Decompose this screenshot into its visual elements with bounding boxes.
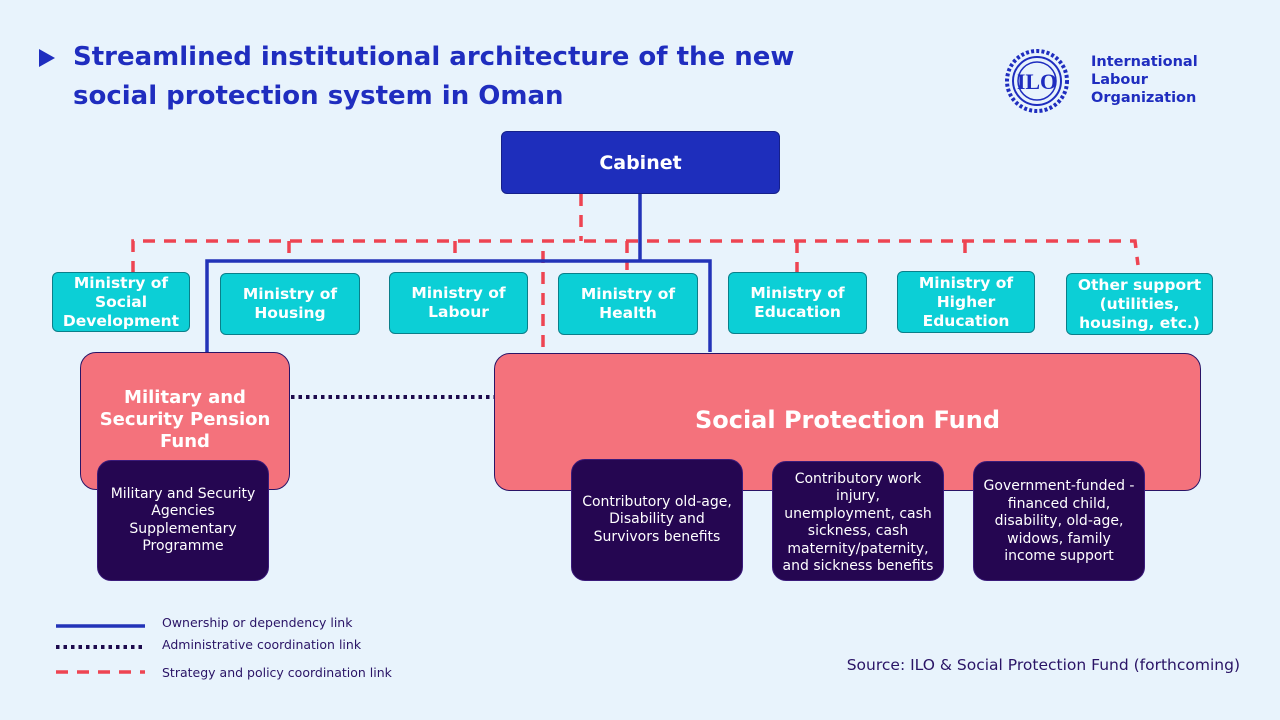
source-note: Source: ILO & Social Protection Fund (fo… xyxy=(846,656,1240,674)
cabinet-box: Cabinet xyxy=(501,131,780,194)
ministry-labour-box: Ministry of Labour xyxy=(389,272,528,334)
military-supplementary-programme-box: Military and Security Agencies Supplemen… xyxy=(97,460,269,581)
ilo-name: International Labour Organization xyxy=(1091,53,1198,107)
svg-text:ILO: ILO xyxy=(1017,69,1057,94)
government-funded-benefits-box: Government-funded -financed child, disab… xyxy=(973,461,1145,581)
ilo-name-line: Organization xyxy=(1091,90,1197,106)
contributory-work-injury-benefits-box: Contributory work injury, unemployment, … xyxy=(772,461,944,581)
ministry-education-box: Ministry of Education xyxy=(728,272,867,334)
ministry-higher-education-box: Ministry of Higher Education xyxy=(897,271,1035,333)
other-support-box: Other support (utilities, housing, etc.) xyxy=(1066,273,1213,335)
contributory-old-age-benefits-box: Contributory old-age, Disability and Sur… xyxy=(571,459,743,581)
ilo-name-line: International xyxy=(1091,54,1198,70)
ilo-emblem-icon: ILO xyxy=(1005,49,1069,113)
page-title: Streamlined institutional architecture o… xyxy=(73,42,795,111)
legend-ownership-label: Ownership or dependency link xyxy=(162,615,353,630)
legend-strategy-label: Strategy and policy coordination link xyxy=(162,665,392,680)
ministry-social-development-box: Ministry of Social Development xyxy=(52,272,190,332)
ministry-health-box: Ministry of Health xyxy=(558,273,698,335)
legend-administrative-label: Administrative coordination link xyxy=(162,637,362,652)
ilo-name-line: Labour xyxy=(1091,72,1148,88)
ministry-housing-box: Ministry of Housing xyxy=(220,273,360,335)
ownership-links xyxy=(205,194,712,352)
strategy-links xyxy=(131,194,1140,352)
title-bullet-arrow-icon xyxy=(39,49,55,67)
